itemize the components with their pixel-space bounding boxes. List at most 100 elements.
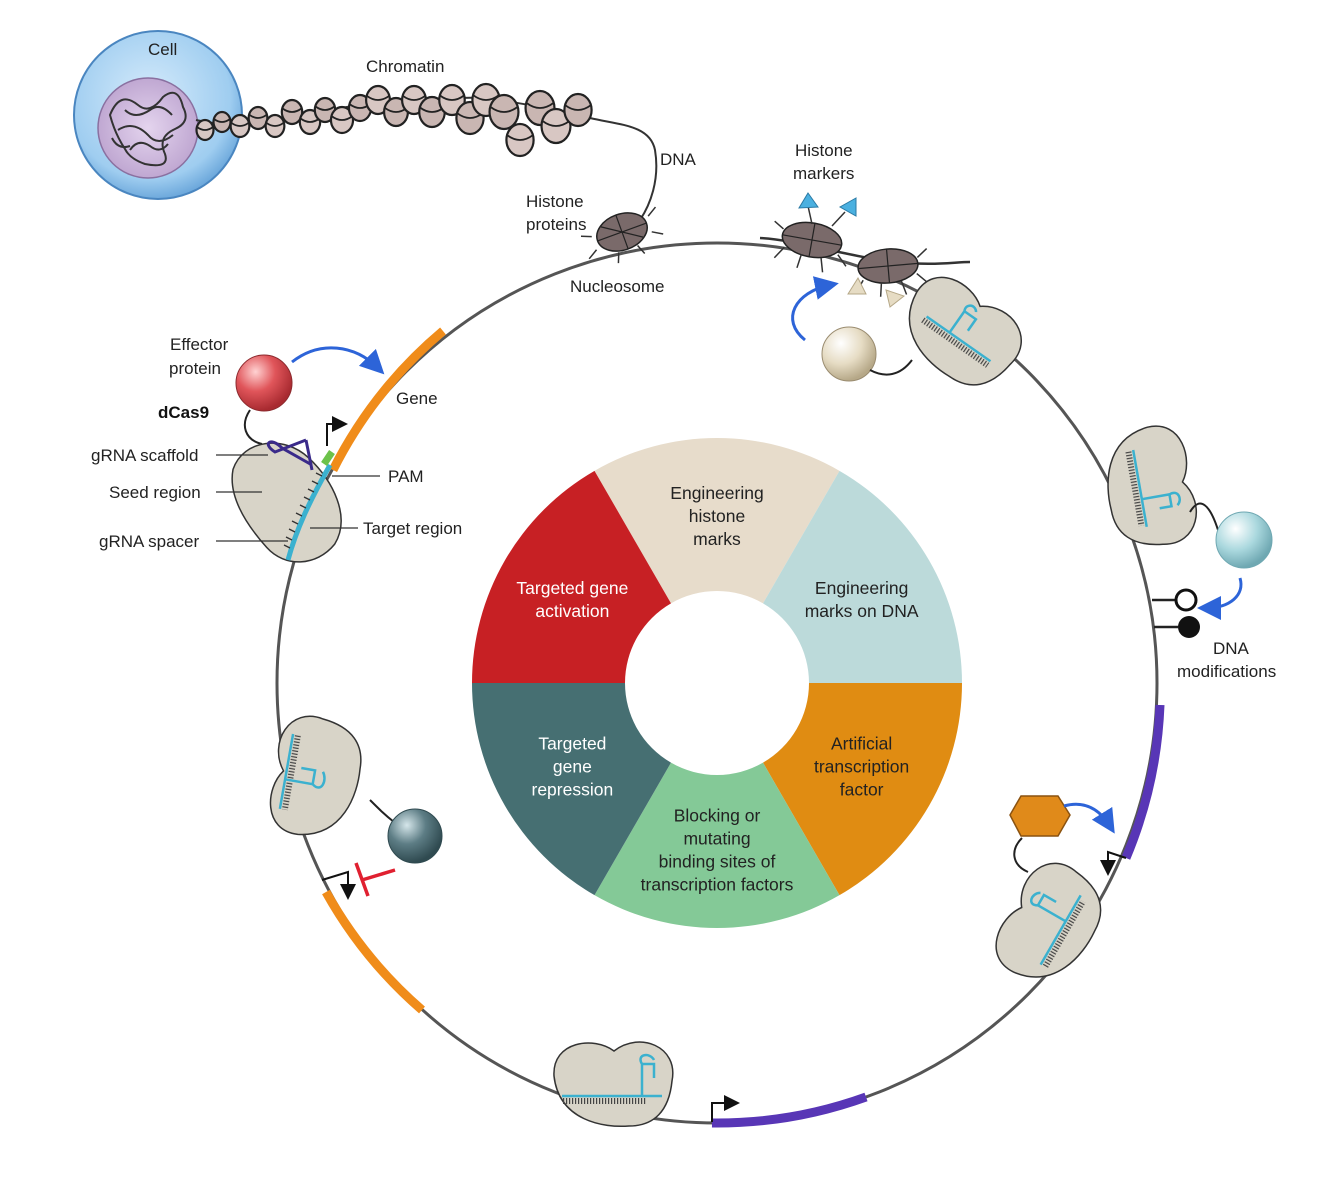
chromatin-wrap (196, 126, 214, 131)
dna-label: DNA (660, 150, 697, 169)
chromatin-wrap (439, 94, 465, 101)
linker (1013, 837, 1029, 873)
tss-arrow (711, 1095, 740, 1122)
linker (869, 359, 913, 376)
dna-modifications-label-1: DNA (1213, 639, 1250, 658)
repression-icon (354, 862, 396, 897)
effector-protein-label-2: protein (169, 359, 221, 378)
histone-markers-label-2: markers (793, 164, 854, 183)
gene-label: Gene (396, 389, 438, 408)
wheel-segment-label: marks (693, 529, 741, 549)
linker (243, 409, 263, 445)
wheel-segment-label: Targeted (538, 734, 606, 754)
cell (73, 30, 243, 200)
wheel-segment-label: binding sites of (659, 852, 776, 872)
effector-slate (387, 808, 443, 864)
wheel-segment-label: factor (840, 780, 884, 800)
histone-marker-icon (838, 197, 857, 217)
wheel-segment-label: histone (689, 506, 745, 526)
tss-arrow (326, 416, 348, 446)
chromatin-wrap (314, 105, 336, 111)
gene-segment-right (1121, 704, 1165, 860)
dcas9-complex-tf (995, 862, 1102, 978)
effector-protein (235, 354, 293, 412)
wheel-segment-label: transcription (814, 757, 909, 777)
effector-beige (821, 326, 877, 382)
histone-marker-removed-icon (847, 276, 867, 295)
wheel-segment-label: marks on DNA (805, 601, 919, 621)
effector-protein-label-1: Effector (170, 335, 229, 354)
application-wheel: EngineeringhistonemarksEngineeringmarks … (472, 438, 962, 928)
pam-label: PAM (388, 467, 424, 486)
tf-arrow (1063, 802, 1115, 834)
wheel-segment (594, 438, 840, 604)
linker (369, 799, 395, 823)
histone-marker-removed-icon (885, 289, 906, 308)
pam-icon (321, 450, 335, 466)
chromatin-wrap (541, 120, 571, 127)
wheel-segment (472, 470, 671, 683)
nucleosome-label: Nucleosome (570, 277, 665, 296)
dcas9-complex-histone (908, 276, 1022, 386)
histone-proteins-label-1: Histone (526, 192, 584, 211)
grna-spacer-label: gRNA spacer (99, 532, 199, 551)
linker (1189, 502, 1219, 531)
histone-proteins-label-2: proteins (526, 215, 586, 234)
wheel-segment-label: Engineering (670, 483, 763, 503)
dcas9-label: dCas9 (158, 403, 209, 422)
histone-octamer-2 (855, 248, 929, 297)
grna-scaffold-label: gRNA scaffold (91, 446, 198, 465)
chromatin-wrap (506, 134, 534, 141)
activation-arrow (291, 346, 385, 375)
dna-mod-open-icon (1174, 588, 1198, 612)
chromatin-wrap (489, 106, 519, 113)
wheel-segment-label: gene (553, 757, 592, 777)
histone-marker-stem-2 (831, 211, 846, 227)
wheel-segment (763, 683, 962, 896)
chromatin-wrap (366, 95, 390, 101)
wheel-segment (594, 762, 840, 928)
histone-marker-icon (798, 192, 819, 209)
gene-segment-bottom (711, 1092, 868, 1128)
histone-arrow (791, 276, 839, 342)
gene-segment-left-bottom (322, 889, 425, 1014)
wheel-segment (472, 683, 671, 896)
dna-ring (275, 241, 1159, 1125)
chromatin-wrap (248, 113, 268, 119)
chromatin-wrap (213, 118, 231, 123)
wheel-segment (763, 470, 962, 683)
dcas9-complex-dna-mod (1107, 425, 1197, 546)
dcas9-complex-repression (269, 715, 362, 836)
chromatin-nucleosomes (195, 82, 593, 158)
chromatin-wrap (564, 104, 592, 111)
chromatin-wrap (331, 115, 353, 121)
chromatin-wrap (230, 121, 250, 127)
chromatin-label: Chromatin (366, 57, 444, 76)
wheel-segment-label: repression (532, 780, 614, 800)
effector-hexagon (1009, 795, 1071, 837)
wheel-segment-label: Artificial (831, 734, 892, 754)
target-strand (285, 463, 333, 561)
wheel-segment-label: Engineering (815, 578, 908, 598)
gene-segment-top (328, 327, 446, 473)
grna-scaffold-icon (266, 438, 314, 471)
wheel-segment-label: Targeted gene (516, 578, 628, 598)
target-ticks (283, 472, 323, 549)
chromatin-wrap (265, 121, 285, 127)
histone-markers-label-1: Histone (795, 141, 853, 160)
histone-marker-stem-1 (807, 205, 813, 225)
dna-mod-filled-icon (1178, 616, 1200, 638)
wheel-segment-label: mutating (683, 829, 750, 849)
wheel-segment-label: Blocking or (674, 806, 761, 826)
cell-label: Cell (148, 40, 177, 59)
target-region-label: Target region (363, 519, 462, 538)
tss-arrow (1100, 850, 1127, 876)
chromatin-wrap (281, 107, 303, 113)
dcas9-protein (231, 442, 342, 563)
dcas9-complex-blocking (553, 1041, 674, 1128)
dna-mod-arrow (1197, 577, 1243, 620)
wheel-segment-label: activation (535, 601, 609, 621)
wheel-segment-label: transcription factors (641, 875, 794, 895)
nucleosome (580, 206, 664, 264)
